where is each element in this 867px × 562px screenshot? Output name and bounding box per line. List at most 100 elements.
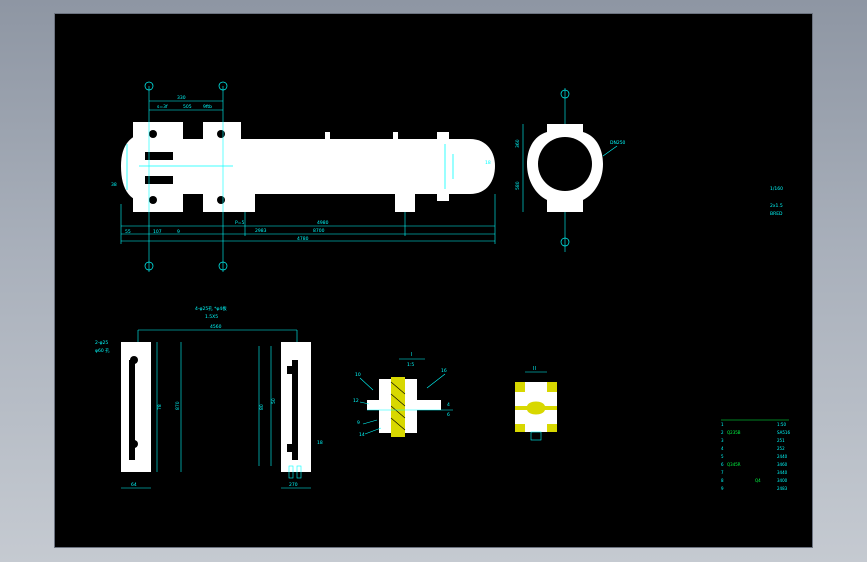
table-cell: 2483 — [777, 486, 788, 491]
right-flange — [437, 132, 449, 201]
detail-dim: 6 — [447, 412, 450, 418]
side-dim-label: 580 — [515, 181, 521, 190]
detail-bolt-right — [417, 400, 441, 410]
plate-left-note: φ60 孔 — [95, 347, 110, 354]
table-cell: SA516 — [777, 430, 790, 435]
right-end-head — [443, 139, 495, 194]
note-text: 2x1.5 — [770, 203, 783, 209]
table-cell: 3460 — [777, 462, 788, 467]
table-cell: 3440 — [777, 470, 788, 475]
callout-number: 16 — [441, 368, 447, 374]
detail-ii-part-top — [515, 382, 557, 406]
hatch-lines — [390, 381, 406, 431]
leader-line — [362, 419, 378, 425]
plate-dim: 870 — [175, 401, 181, 410]
table-cell: 3 — [721, 438, 724, 443]
bottom-dim-label: 55 — [125, 229, 131, 235]
plate-title: 4-φ25孔 *φ4板 — [195, 305, 227, 312]
plate-dim: 64 — [131, 482, 137, 488]
detail-i: I 1:5 10 16 12 9 14 4 6 — [353, 352, 453, 438]
axis-bubble — [144, 261, 154, 271]
axis-bubble — [218, 261, 228, 271]
detail-flange-right — [405, 379, 417, 433]
bottom-dim-label: 4780 — [297, 236, 309, 242]
bottom-dim-label: 8700 — [313, 228, 325, 234]
callout-number: 9 — [357, 420, 360, 426]
detail-dim: 4 — [447, 402, 450, 408]
main-view: 330 s=3f 505 9ftb 55 107 9 P=5 4980 8700… — [111, 81, 496, 272]
top-dim-label: 505 — [183, 104, 192, 110]
plate-dim: 270 — [289, 482, 298, 488]
detail-ii-weld — [530, 431, 542, 441]
note-text: 1/160 — [770, 186, 783, 192]
leader-line — [364, 427, 382, 435]
leader-line — [359, 401, 370, 405]
saddle-left — [235, 194, 255, 212]
detail-scale: 1:5 — [407, 362, 414, 368]
top-dim-label: 330 — [177, 95, 186, 101]
plate-dim: 18 — [317, 440, 323, 446]
flange-bolt-hole — [149, 130, 157, 138]
table-cell: 8 — [721, 478, 724, 483]
detail-title: I — [411, 352, 412, 358]
leader-line — [359, 377, 374, 391]
right-notes: 1/160 2x1.5 BRED — [770, 186, 783, 217]
cad-drawing-svg: 330 s=3f 505 9ftb 55 107 9 P=5 4980 8700… — [95, 81, 790, 491]
plate-bolt — [288, 465, 294, 479]
plate-slot — [292, 360, 298, 460]
table-cell: 251 — [777, 438, 785, 443]
table-cell: 2 — [721, 430, 724, 435]
table-cell: 252 — [777, 446, 785, 451]
table-cell: 7 — [721, 470, 724, 475]
side-view-bore — [538, 137, 592, 191]
plate-slot — [129, 360, 135, 460]
right-dim-label: 18 — [485, 160, 491, 166]
note-text: BRED — [770, 211, 783, 217]
table-cell: Q4 — [755, 478, 761, 483]
flange-bolt-hole — [217, 130, 225, 138]
axis-bubble — [560, 89, 570, 99]
left-flange-gap-2 — [145, 176, 173, 184]
bottom-dim-label: 2983 — [255, 228, 267, 234]
detail-gasket-hatch — [391, 377, 405, 437]
axis-bubble — [144, 81, 154, 91]
nozzle-top — [393, 132, 398, 140]
table-cell: 9 — [721, 486, 724, 491]
callout-number: 14 — [359, 432, 365, 438]
plate-hole — [130, 440, 138, 448]
detail-title: II — [533, 366, 536, 372]
leader-line — [602, 145, 618, 157]
table-cell: 4 — [721, 446, 724, 451]
bottom-dim-label: 107 — [153, 229, 162, 235]
top-dim-label: 9ftb — [203, 104, 212, 110]
callout-number: 10 — [355, 372, 361, 378]
flange-bolt-hole — [217, 196, 225, 204]
plate-dim: 80 — [259, 404, 265, 410]
table-cell: 1 — [721, 422, 724, 427]
flange-bolt-hole — [149, 196, 157, 204]
plate-dim: 78 — [157, 404, 163, 410]
nozzle-top — [325, 132, 330, 140]
table-cell: Q345R — [727, 462, 741, 467]
table-cell: 3400 — [777, 478, 788, 483]
left-dim-label: 38 — [111, 182, 117, 188]
detail-ii: II — [515, 366, 557, 441]
detail-ii-part-bottom — [515, 410, 557, 432]
table-cell: 5 — [721, 454, 724, 459]
saddle-right — [395, 194, 415, 212]
axis-bubble — [218, 81, 228, 91]
bottom-dim-label: P=5 — [235, 220, 244, 226]
table-cell: 2440 — [777, 454, 788, 459]
bottom-dim-label: 9 — [177, 229, 180, 235]
plate-hole — [287, 444, 293, 452]
left-plate — [121, 342, 151, 472]
top-dim-label: s=3f — [157, 104, 168, 110]
cad-drawing-area[interactable]: 330 s=3f 505 9ftb 55 107 9 P=5 4980 8700… — [54, 13, 813, 548]
left-flange-gap — [145, 152, 173, 160]
plate-left-note: 2-φ25 — [95, 340, 108, 346]
side-view: 360 580 DN250 — [515, 88, 626, 252]
plate-hole — [287, 366, 293, 374]
side-leader-note: DN250 — [610, 140, 626, 146]
table-cell: 6 — [721, 462, 724, 467]
